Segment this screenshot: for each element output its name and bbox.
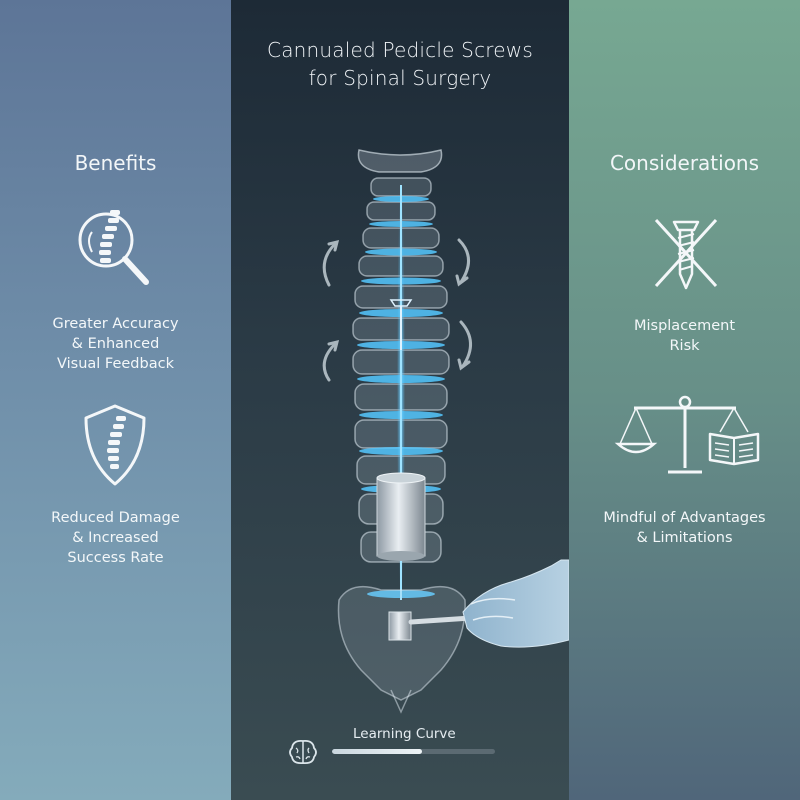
shield-spine-icon bbox=[84, 404, 146, 486]
consideration-item-misplacement: Misplacement Risk bbox=[633, 318, 736, 354]
surgical-tool bbox=[388, 611, 474, 641]
page-title: Cannualed Pedicle Screws for Spinal Surg… bbox=[231, 36, 569, 92]
benefit-item-accuracy: Greater Accuracy & Enhanced Visual Feedb… bbox=[52, 316, 179, 372]
atlas-shape bbox=[357, 149, 443, 173]
sacrum-shape bbox=[337, 585, 466, 701]
learning-curve-label: Learning Curve bbox=[353, 726, 456, 742]
considerations-panel bbox=[569, 0, 800, 800]
scale-book-icon bbox=[614, 395, 760, 474]
rotation-arrows bbox=[322, 238, 472, 382]
benefits-panel bbox=[0, 0, 231, 800]
screw-head bbox=[389, 299, 413, 307]
brain-icon bbox=[289, 739, 317, 765]
benefit-item-reduced-damage: Reduced Damage & Increased Success Rate bbox=[51, 510, 180, 566]
spine-illustration bbox=[322, 149, 569, 714]
benefits-heading: Benefits bbox=[74, 151, 157, 175]
learning-curve-fill bbox=[332, 749, 422, 754]
gloved-hand bbox=[462, 559, 569, 648]
title-line-1: Cannualed Pedicle Screws bbox=[267, 38, 533, 62]
learning-curve-bar bbox=[332, 749, 495, 754]
crossed-screw-icon bbox=[654, 218, 718, 290]
consideration-item-limitations: Mindful of Advantages & Limitations bbox=[603, 510, 766, 546]
title-line-2: for Spinal Surgery bbox=[308, 66, 492, 90]
magnifier-spine-icon bbox=[78, 210, 149, 285]
considerations-heading: Considerations bbox=[609, 151, 760, 175]
cannula bbox=[376, 472, 426, 561]
